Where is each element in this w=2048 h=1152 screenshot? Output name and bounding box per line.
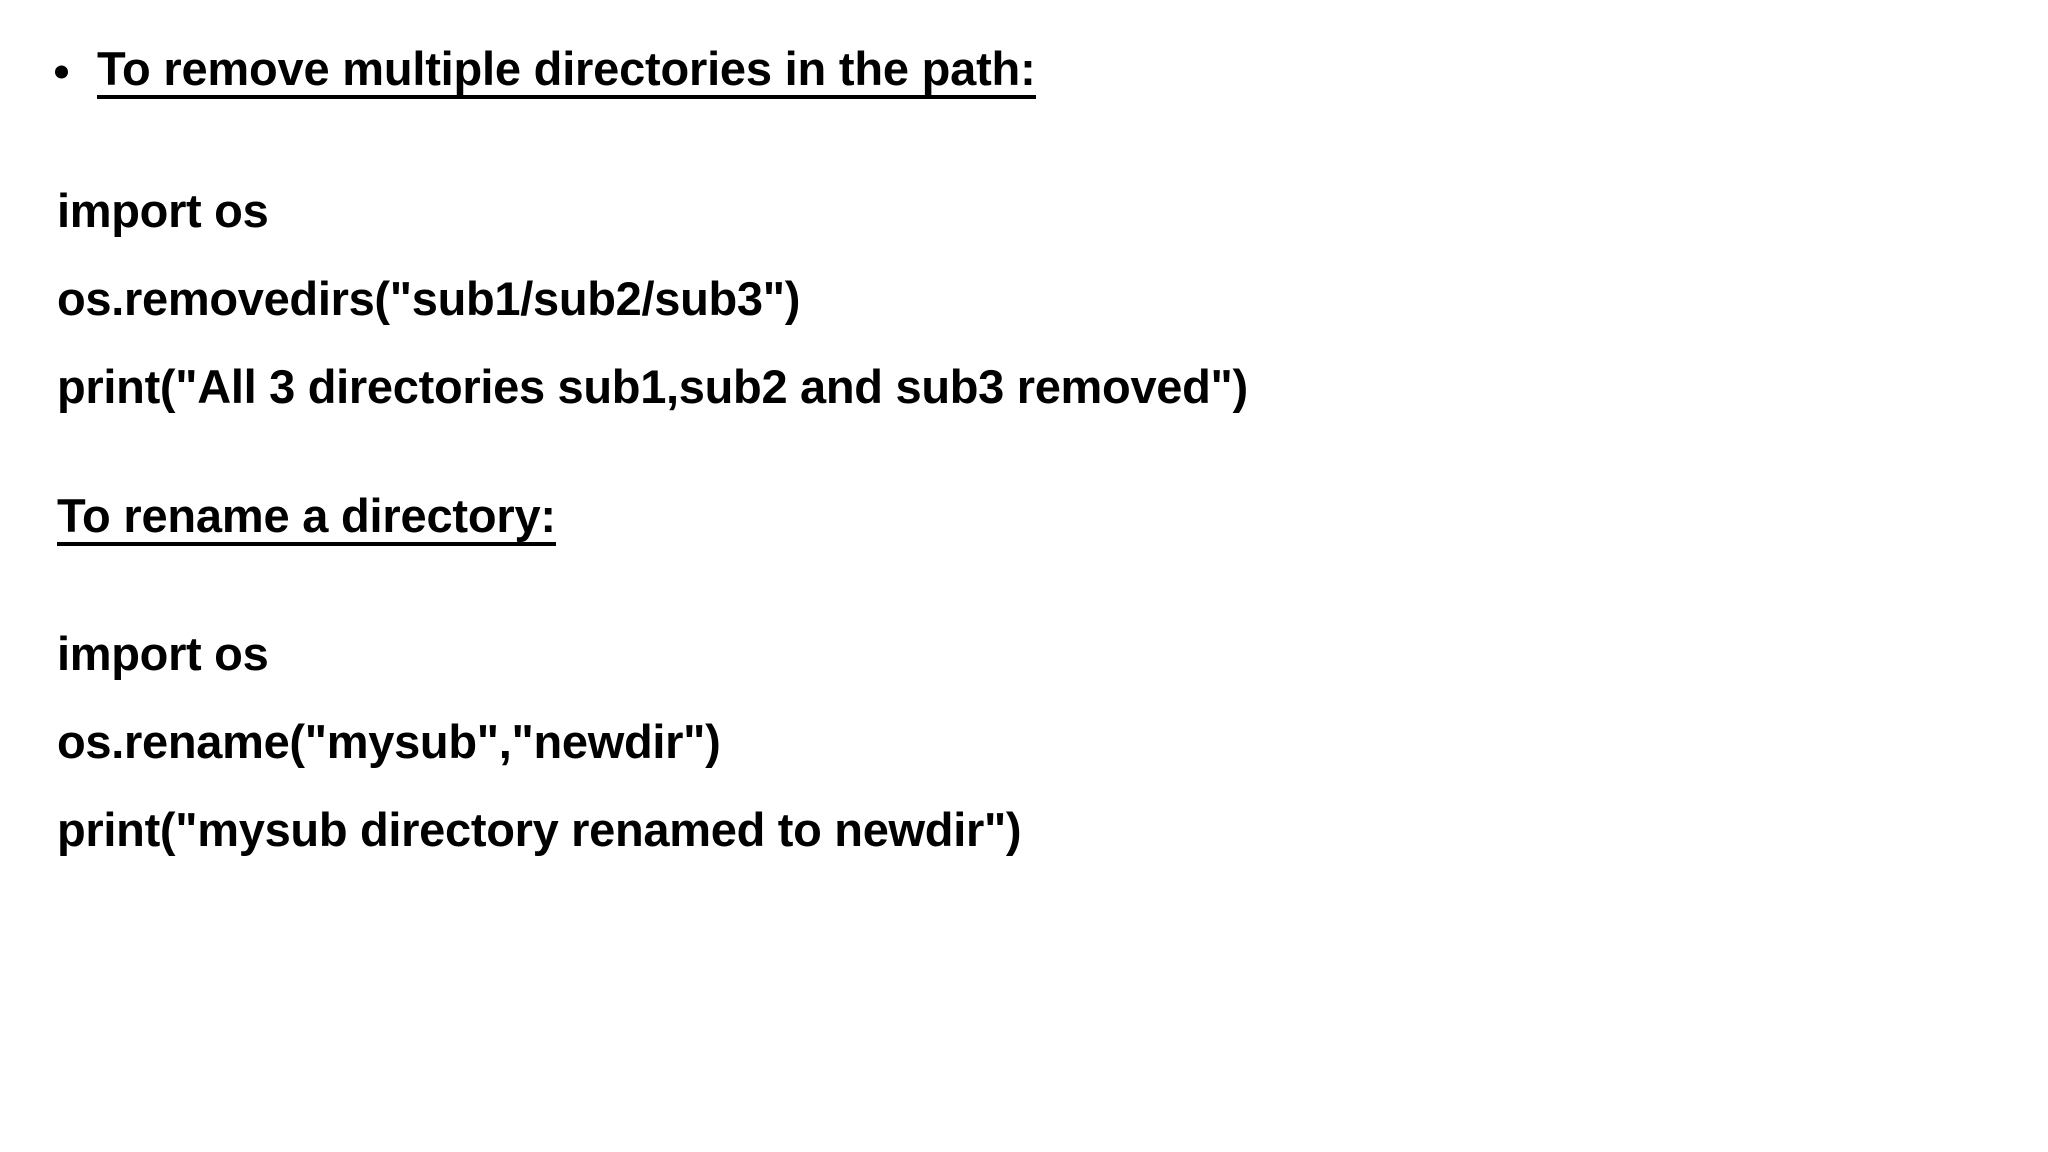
heading-rename-directory: To rename a directory: (0, 492, 2048, 546)
spacer-between-sections (0, 410, 2048, 492)
code-line-os-rename: os.rename("mysub","newdir") (57, 715, 721, 768)
code-line-os-removedirs: os.removedirs("sub1/sub2/sub3") (57, 272, 801, 325)
spacer-after-heading-1 (0, 99, 2048, 187)
code-line-import-os-1: import os (57, 184, 269, 237)
bullet-dot-icon (55, 65, 68, 79)
code-block-remove-directories: import os os.removedirs("sub1/sub2/sub3"… (0, 187, 2048, 410)
code-line-print-renamed: print("mysub directory renamed to newdir… (57, 803, 1022, 856)
heading-remove-multiple-directories: To remove multiple directories in the pa… (0, 45, 2048, 99)
code-block-rename-directory: import os os.rename("mysub","newdir") pr… (0, 630, 2048, 853)
section-remove-directories: To remove multiple directories in the pa… (0, 45, 2048, 410)
slide-content-body: To remove multiple directories in the pa… (0, 45, 2048, 853)
code-line-import-os-2: import os (57, 627, 269, 680)
code-line-print-removed: print("All 3 directories sub1,sub2 and s… (57, 360, 1248, 413)
spacer-after-heading-2 (0, 546, 2048, 630)
heading-remove-multiple-directories-text: To remove multiple directories in the pa… (97, 45, 1036, 99)
heading-rename-directory-text: To rename a directory: (57, 492, 556, 546)
section-rename-directory: To rename a directory: import os os.rena… (0, 492, 2048, 853)
